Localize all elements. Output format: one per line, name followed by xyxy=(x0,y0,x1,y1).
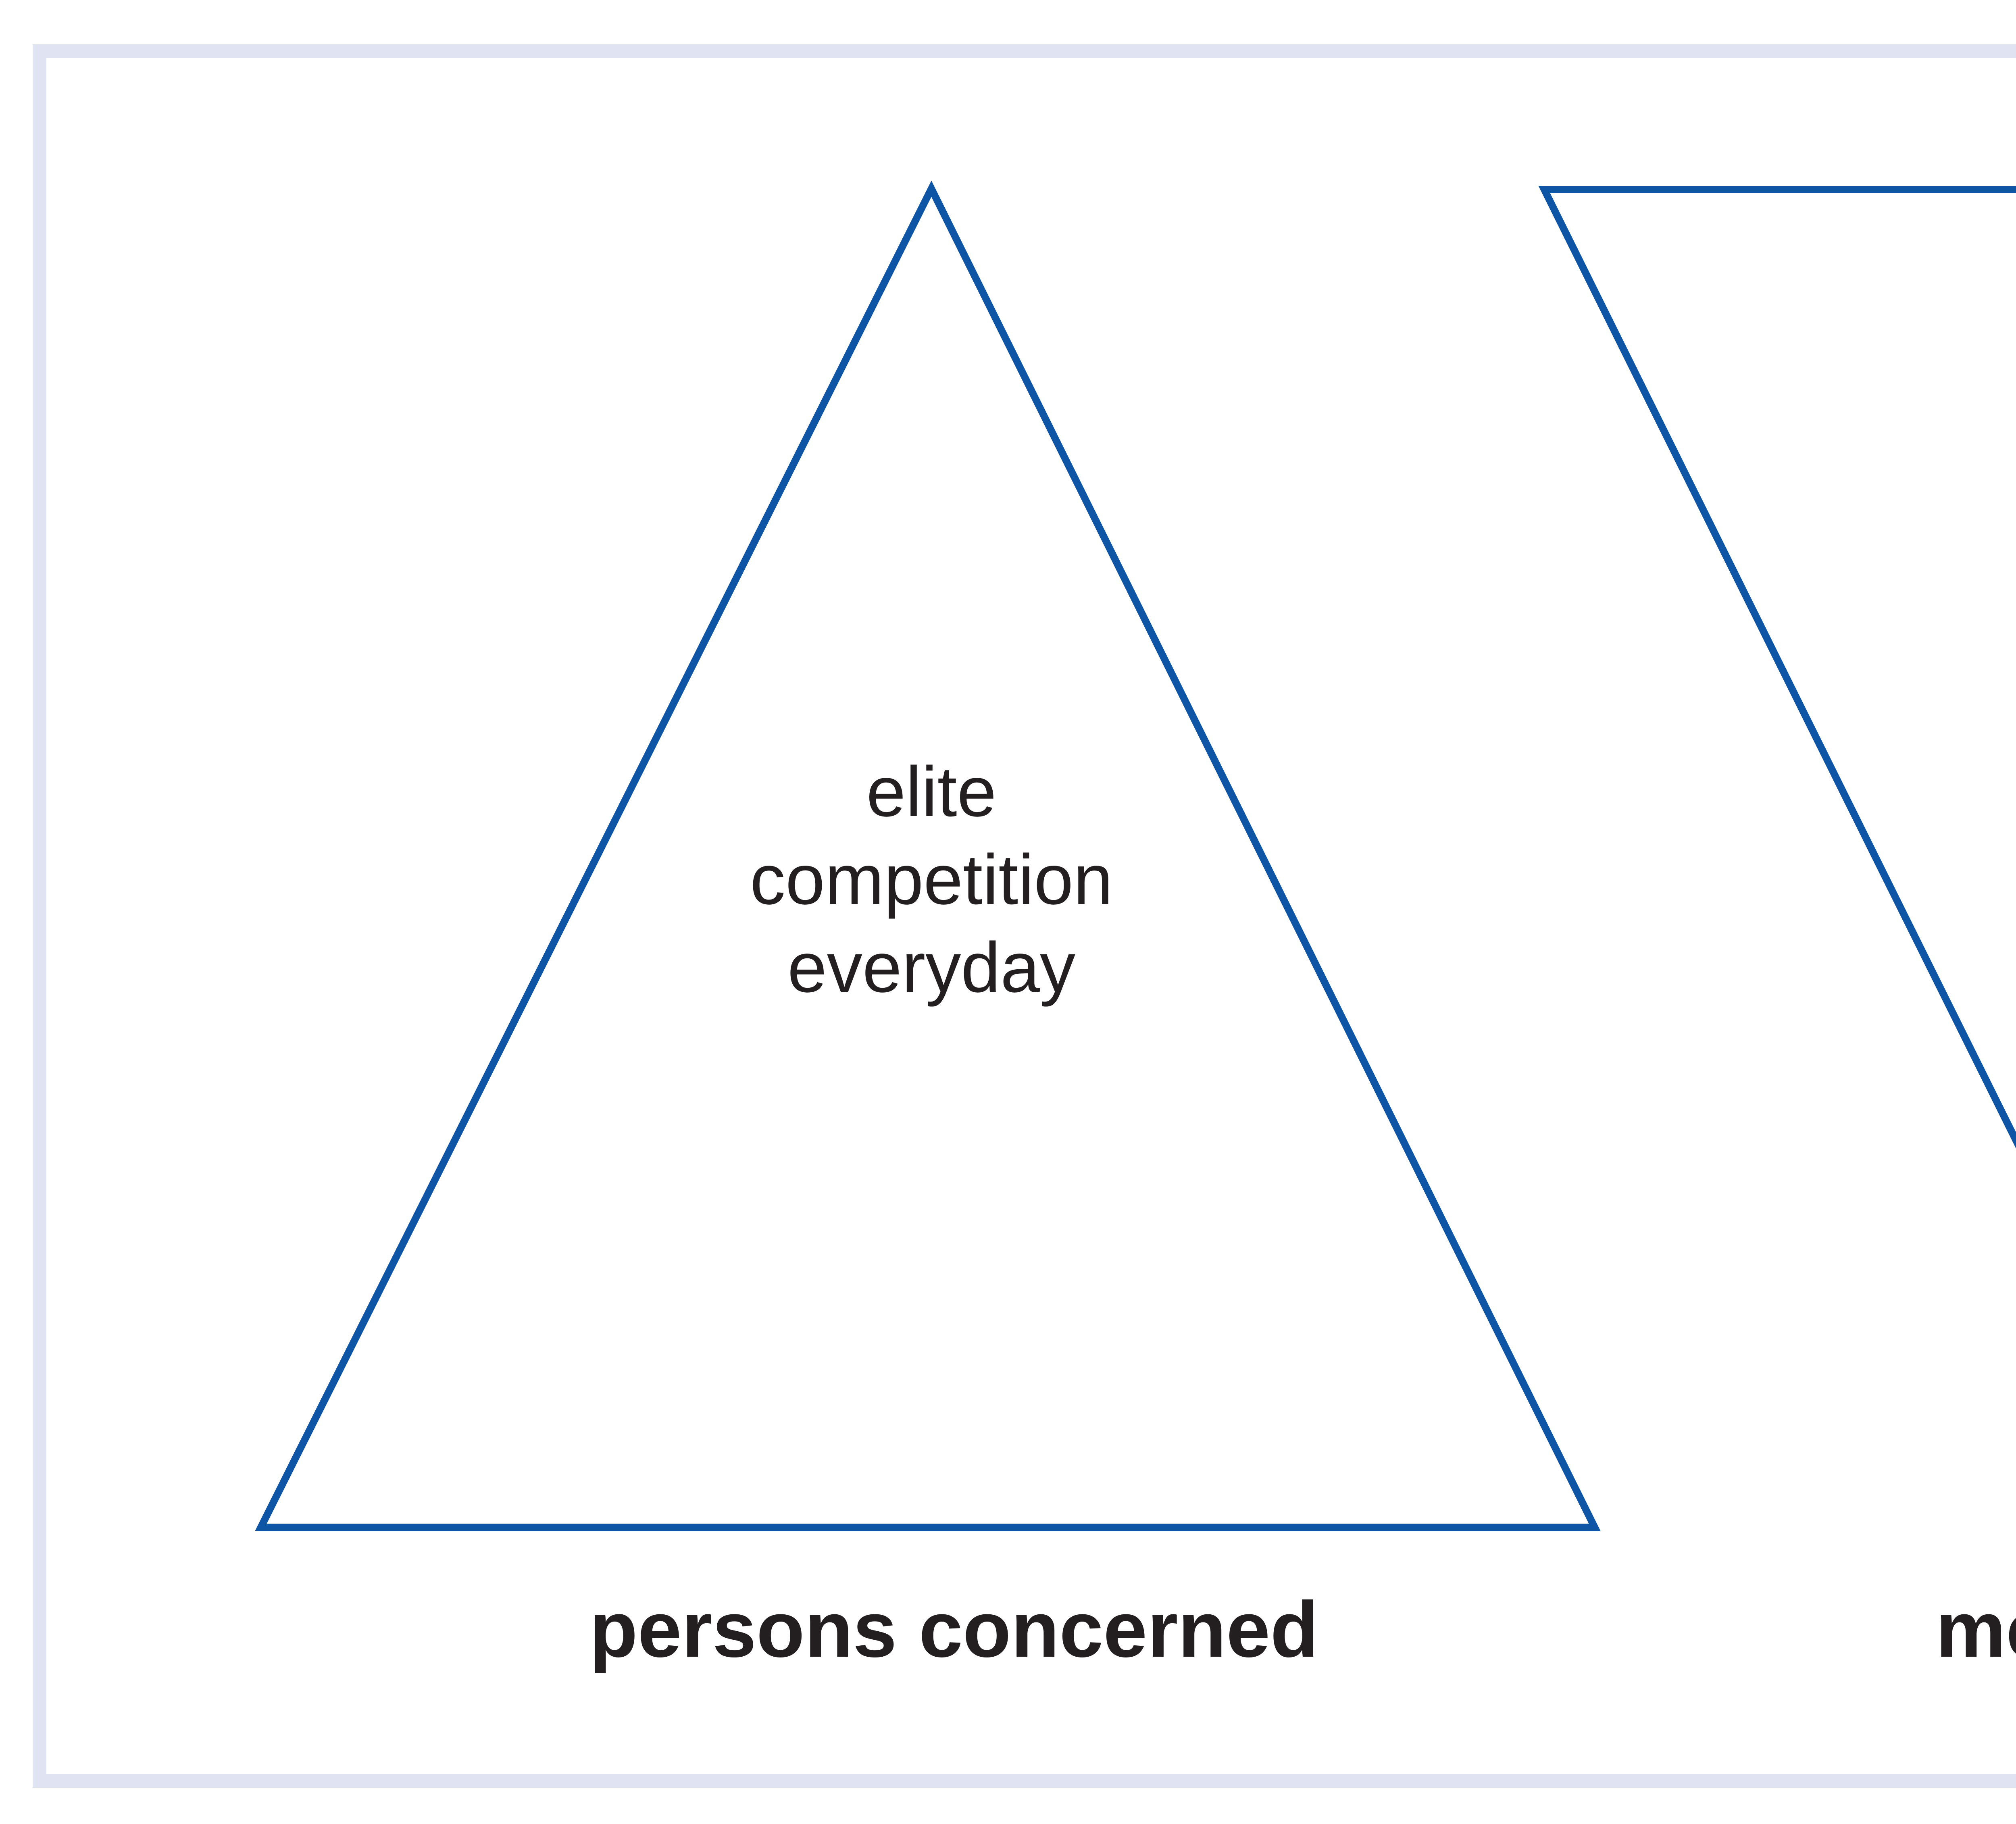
level-label-competition: competition xyxy=(750,840,1113,919)
level-label-basic: basic xyxy=(1726,604,2016,683)
downward-triangle-levels: detailed refined basic xyxy=(1726,446,2016,683)
level-label-refined: refined xyxy=(1726,525,2016,604)
level-label-everyday: everyday xyxy=(787,928,1076,1007)
upward-triangle-outline xyxy=(255,180,1601,1531)
caption-methodology-used: methodology used xyxy=(1935,1585,2016,1674)
downward-triangle-outline xyxy=(1538,186,2016,1149)
caption-persons-concerned: persons concerned xyxy=(589,1585,1319,1674)
upward-triangle-levels: elite competition everyday xyxy=(448,748,1415,1012)
level-label-elite: elite xyxy=(866,752,997,831)
level-label-detailed: detailed xyxy=(1726,446,2016,525)
